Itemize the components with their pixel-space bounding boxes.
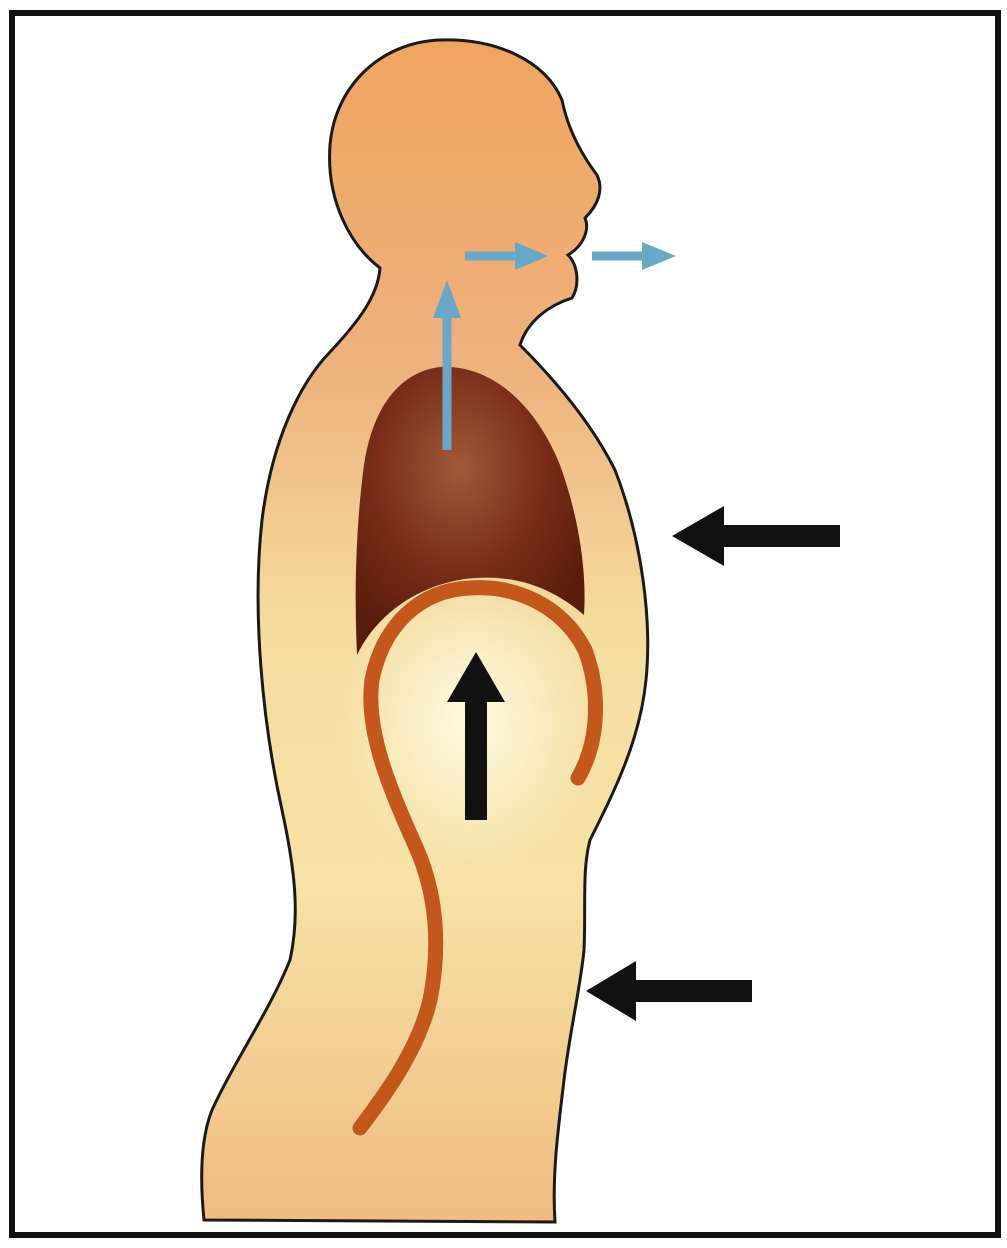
respiration-diagram bbox=[0, 0, 1007, 1248]
diagram-canvas bbox=[0, 0, 1007, 1248]
